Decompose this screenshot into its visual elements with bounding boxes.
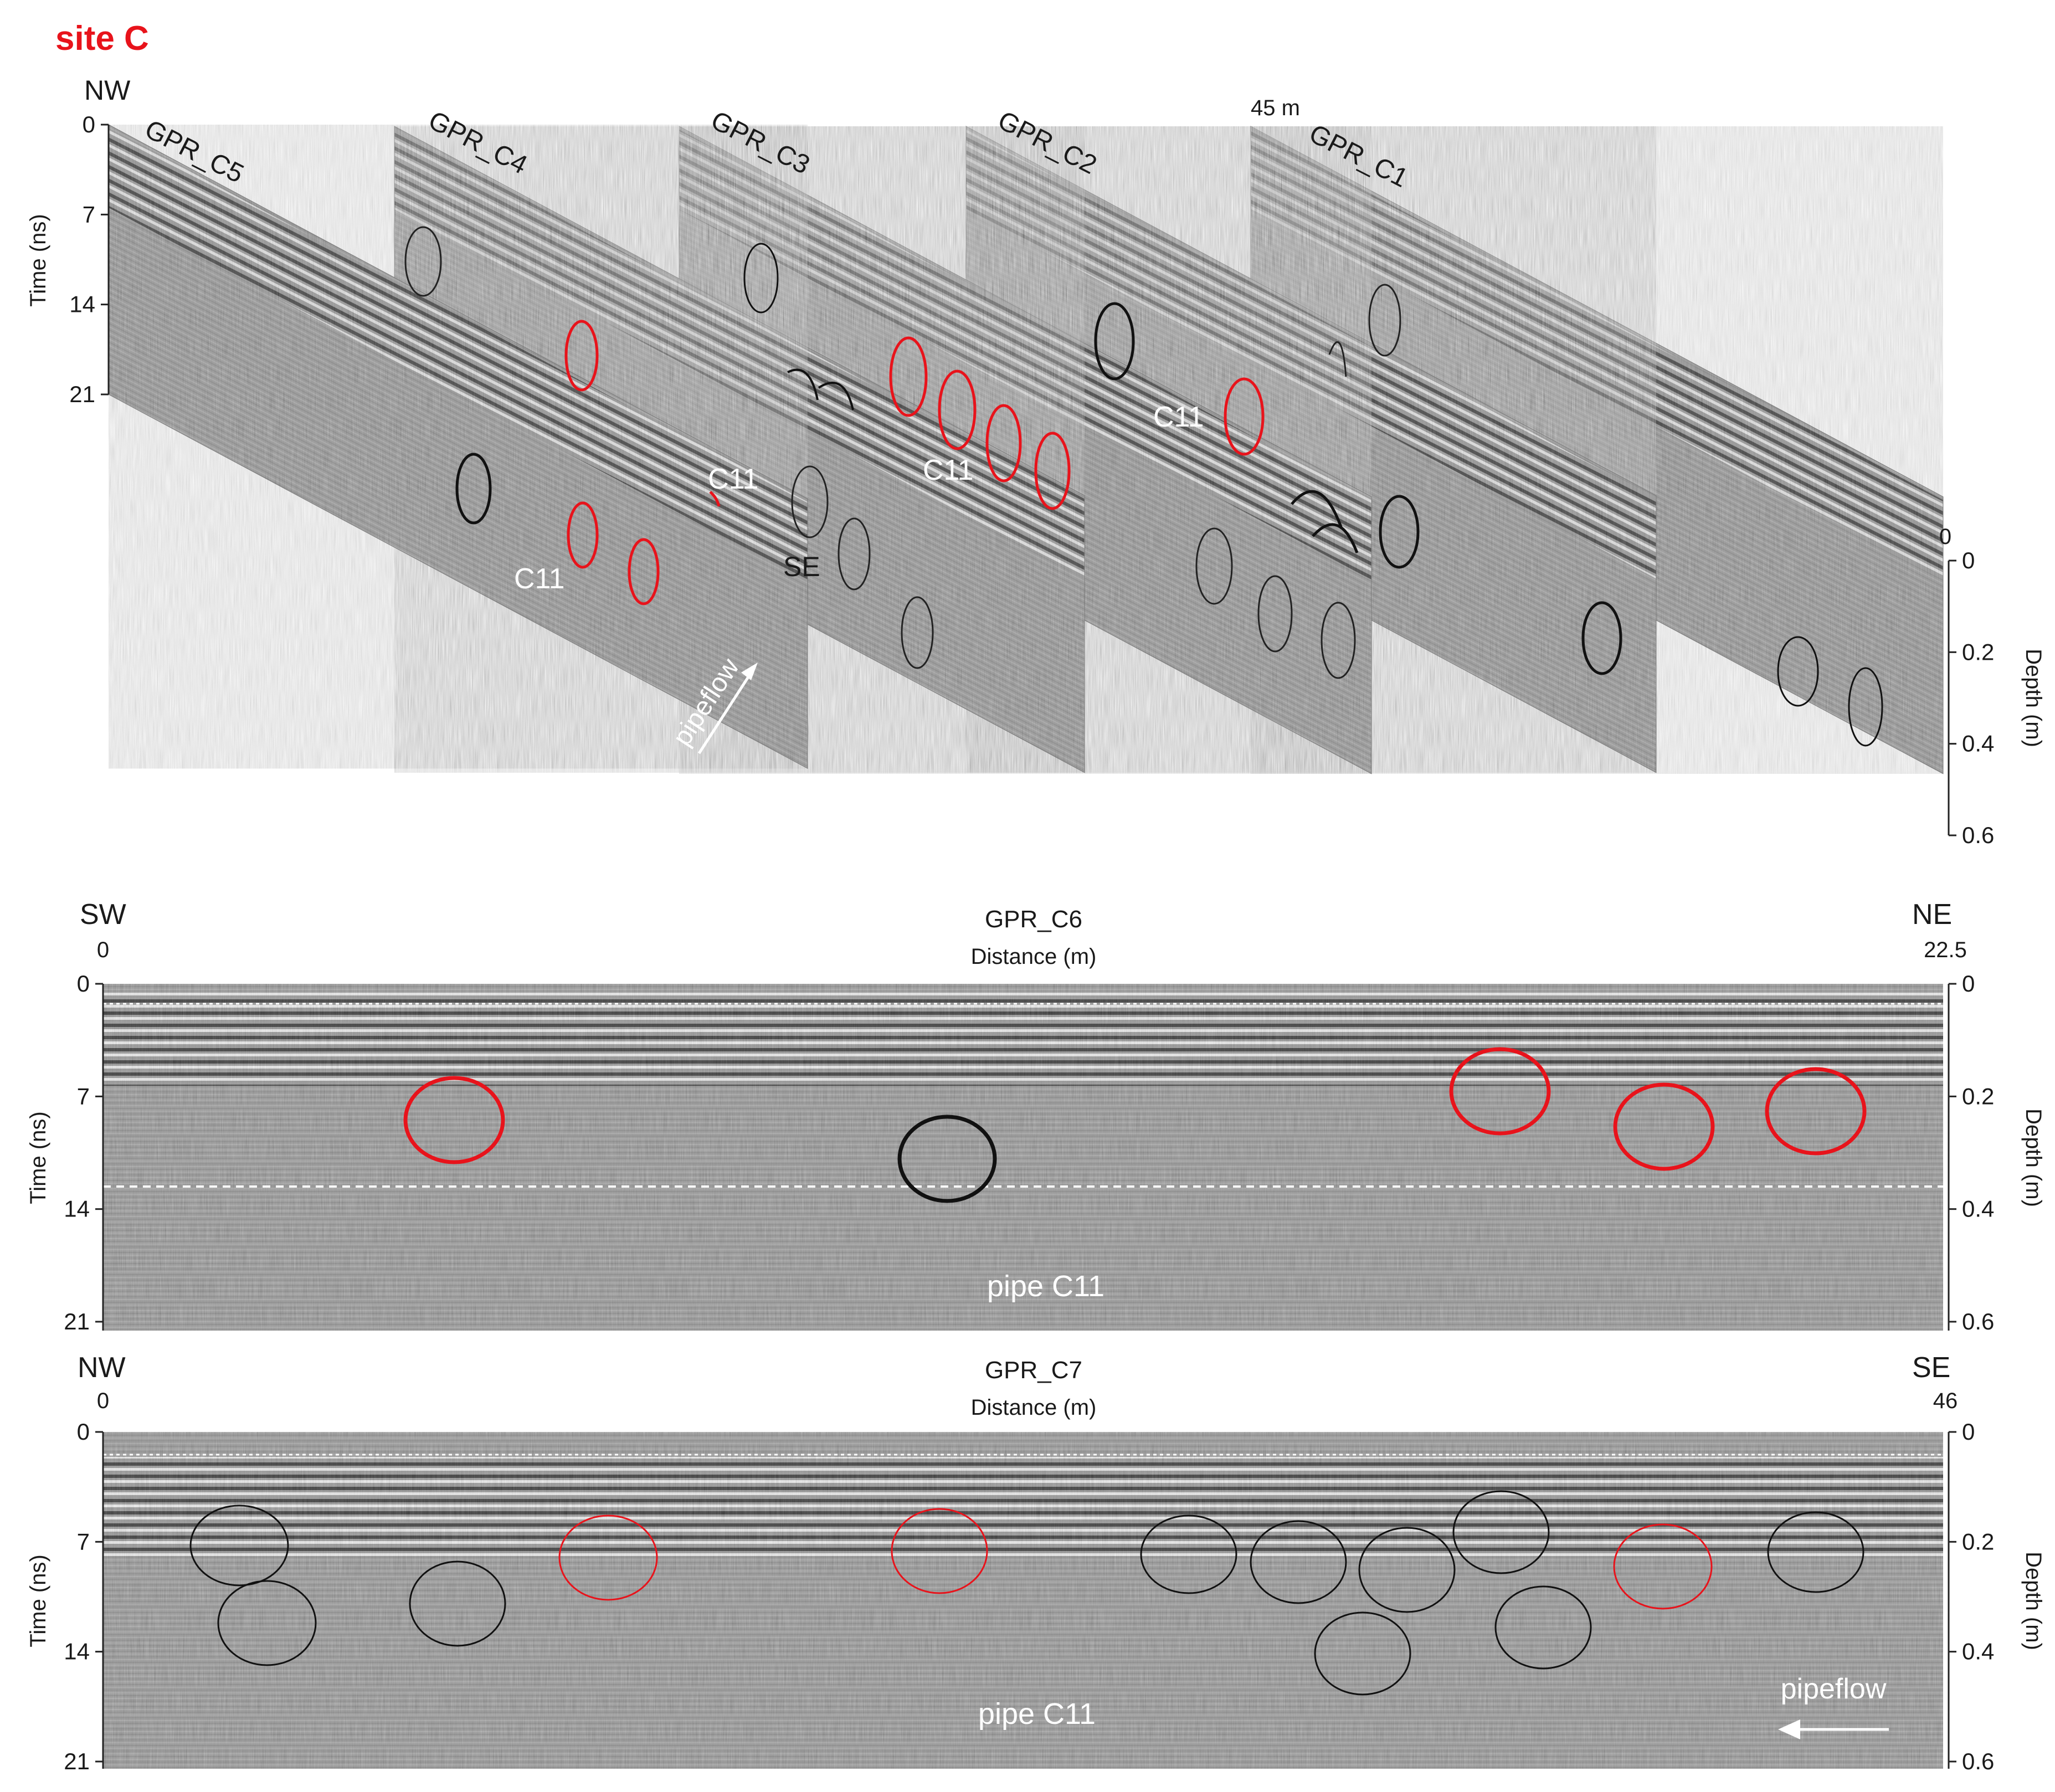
time-axis-label-3d: Time (ns) <box>26 214 50 306</box>
direction-nw: NW <box>78 1352 126 1384</box>
tticks3d-tick-2: 14 <box>69 291 95 317</box>
c7-pipe-label: pipe C11 <box>978 1697 1096 1731</box>
c6-depth-label: Depth (m) <box>2021 1108 2046 1207</box>
c6ticksL-tick-0: 0 <box>77 971 90 997</box>
dticks3d-tick-0: 0 <box>1962 547 1975 573</box>
direction-ne: NE <box>1912 898 1952 931</box>
panel-c7: NW SE GPR_C7 Distance (m) 0 46 pipe <box>26 1352 2046 1774</box>
c6-pipe-label: pipe C11 <box>987 1270 1104 1303</box>
c7ticksL-tick-1: 7 <box>77 1528 90 1554</box>
end-distance-label: 45 m <box>1251 96 1300 120</box>
c7ticksR-tick-2: 0.4 <box>1962 1639 1994 1665</box>
panel-c6: SW NE GPR_C6 Distance (m) 0 22.5 pipe C1… <box>26 898 2046 1334</box>
c6ticksR-tick-0: 0 <box>1962 971 1975 997</box>
pipe-label-c11-a: C11 <box>514 563 565 595</box>
direction-se-3d: SE <box>783 551 820 582</box>
c6ticksL-tick-2: 14 <box>64 1196 90 1222</box>
figure-title: site C <box>55 19 149 58</box>
direction-nw-3d: NW <box>84 75 131 106</box>
profile-strip-gpr_c1 <box>1250 126 1944 774</box>
anomaly-markers-3d <box>404 226 1883 747</box>
dticks3d-tick-1: 0.2 <box>1962 639 1994 665</box>
c6-markers <box>403 1047 1867 1203</box>
c7-depth-label: Depth (m) <box>2021 1552 2046 1650</box>
c7-dist-start: 0 <box>97 1389 109 1413</box>
pipe-label-c11-d: C11 <box>1153 401 1204 433</box>
dticks3d-tick-3: 0.6 <box>1962 822 1994 848</box>
tticks3d-tick-0: 0 <box>83 111 95 137</box>
direction-se: SE <box>1912 1352 1950 1384</box>
pipeflow-arrow-c7: pipeflow <box>1778 1673 1889 1739</box>
c6ticksL-tick-1: 7 <box>77 1083 90 1109</box>
c7-markers <box>189 1490 1864 1696</box>
c7-pipeflow-label: pipeflow <box>1781 1673 1887 1705</box>
c7-title: GPR_C7 <box>985 1357 1082 1384</box>
panel-3d: NW 45 m 0 7 14 21 Time (ns) 0 0 0.2 0.4 0.6 De… <box>26 75 2046 848</box>
profile-strip-gpr_c5 <box>108 124 808 769</box>
c6ticksL-tick-3: 21 <box>64 1308 90 1334</box>
c7-dist-end: 46 <box>1933 1389 1958 1413</box>
dticks3d-tick-2: 0.4 <box>1962 731 1994 757</box>
c7-distance-label: Distance (m) <box>971 1395 1097 1420</box>
tticks3d-tick-1: 7 <box>83 201 95 227</box>
c7ticksR-tick-3: 0.6 <box>1962 1748 1994 1774</box>
c6-time-label: Time (ns) <box>26 1111 50 1204</box>
profile-strip-gpr_c2 <box>965 126 1657 773</box>
profile-strip-gpr_c4 <box>394 126 1085 773</box>
profile-strips <box>108 124 1944 774</box>
depth-axis-label-3d: Depth (m) <box>2021 649 2046 747</box>
pipe-label-c11-b: C11 <box>708 463 759 495</box>
direction-sw: SW <box>80 898 126 931</box>
c6-title: GPR_C6 <box>985 906 1082 933</box>
c6ticksR-tick-1: 0.2 <box>1962 1083 1994 1109</box>
c6ticksR-tick-3: 0.6 <box>1962 1308 1994 1334</box>
c7ticksL-tick-3: 21 <box>64 1748 90 1774</box>
depth-zero-distance: 0 <box>1939 525 1951 549</box>
tticks3d-tick-3: 21 <box>69 381 95 407</box>
c7ticksL-tick-0: 0 <box>77 1419 90 1445</box>
c7ticksL-tick-2: 14 <box>64 1639 90 1665</box>
c7-time-label: Time (ns) <box>26 1554 50 1647</box>
depth-axis-3d: 0 0 0.2 0.4 0.6 Depth (m) <box>1939 525 2046 848</box>
c6-distance-label: Distance (m) <box>971 944 1097 969</box>
c6-dist-start: 0 <box>97 938 109 962</box>
c7ticksR-tick-1: 0.2 <box>1962 1528 1994 1554</box>
profile-strip-gpr_c3 <box>679 126 1372 774</box>
c7ticksR-tick-0: 0 <box>1962 1419 1975 1445</box>
pipe-label-c11-c: C11 <box>923 454 974 486</box>
c6-dist-end: 22.5 <box>1924 938 1967 962</box>
time-axis-3d: 0 7 14 21 Time (ns) <box>26 111 110 407</box>
c6ticksR-tick-2: 0.4 <box>1962 1196 1994 1222</box>
